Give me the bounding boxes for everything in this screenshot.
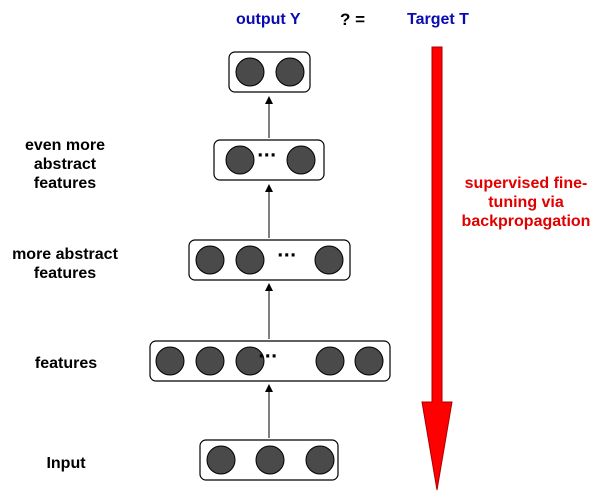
layer-label-more-abstract: more abstract features <box>12 246 118 282</box>
layer-box <box>188 239 351 281</box>
layer-features-ellipsis: ··· <box>258 347 278 367</box>
neuron <box>314 245 344 275</box>
layer-even-more-abstract-ellipsis: ··· <box>257 146 277 166</box>
layer-label-features: features <box>34 355 98 372</box>
layer-output <box>228 51 311 93</box>
neuron <box>195 346 225 376</box>
neuron <box>286 145 316 175</box>
neuron <box>315 346 345 376</box>
layer-label-even-more-abstract: even more abstract features <box>24 137 106 192</box>
layer-label-input: Input <box>46 455 86 472</box>
layer-more-abstract-ellipsis: ··· <box>277 246 297 266</box>
neuron <box>206 445 236 475</box>
compare-label: ? = <box>340 10 366 29</box>
neuron <box>255 445 285 475</box>
neuron <box>354 346 384 376</box>
layer-more-abstract <box>188 239 351 281</box>
neuron <box>225 145 255 175</box>
target-label: Target T <box>407 11 469 28</box>
neuron <box>155 346 185 376</box>
layer-features <box>149 340 391 382</box>
output-label: output Y <box>236 11 301 28</box>
backprop-arrow <box>421 46 453 491</box>
neuron <box>275 57 305 87</box>
neuron <box>235 346 265 376</box>
layer-even-more-abstract <box>213 139 325 181</box>
finetune-label: supervised fine- tuning via backpropagat… <box>461 175 591 230</box>
neuron <box>305 445 335 475</box>
neuron <box>195 245 225 275</box>
neuron <box>235 245 265 275</box>
layer-input <box>199 439 339 481</box>
neuron <box>235 57 265 87</box>
